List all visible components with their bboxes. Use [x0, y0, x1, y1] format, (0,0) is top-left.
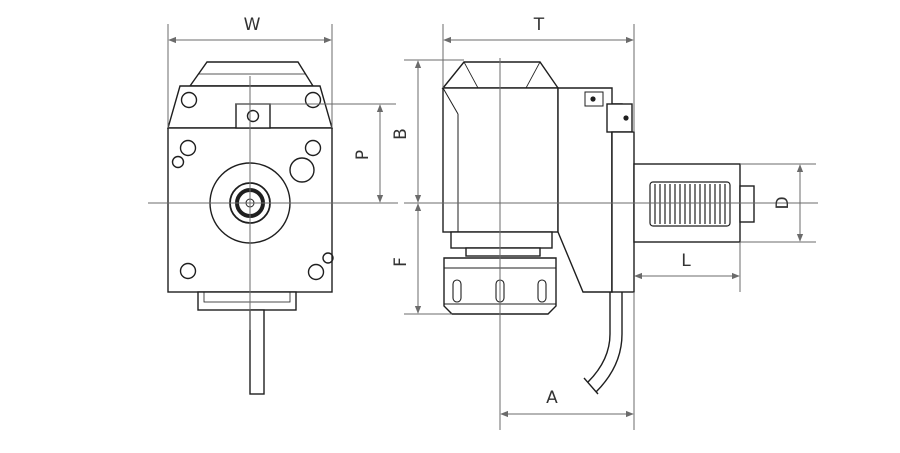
- side-centerlines: [404, 58, 818, 430]
- bolt-hole: [304, 91, 322, 109]
- bolt-hole: [322, 252, 334, 264]
- side-neck: [450, 231, 553, 249]
- side-flange: [611, 131, 635, 293]
- front-centerlines: [148, 76, 398, 330]
- coolant-hose: [587, 292, 611, 383]
- label-b: B: [391, 128, 411, 140]
- coolant-pipe: [249, 309, 265, 395]
- label-w: W: [244, 15, 261, 35]
- bolt-hole: [289, 157, 315, 183]
- bolt-hole: [179, 262, 197, 280]
- label-l: L: [681, 251, 691, 271]
- bolt-hole: [171, 155, 185, 169]
- thread-hatching: [654, 184, 726, 224]
- label-f: F: [391, 257, 411, 267]
- bottom-collar: [197, 291, 297, 311]
- key-block: [235, 103, 271, 129]
- label-p: P: [353, 150, 373, 160]
- dimensions: [167, 24, 816, 430]
- bolt-hole: [307, 263, 325, 281]
- front-view: [167, 61, 334, 395]
- side-view: [441, 61, 755, 395]
- bolt-hole: [179, 139, 197, 157]
- label-t: T: [533, 15, 545, 35]
- label-a: A: [546, 388, 558, 408]
- dimension-labels: W T P B F D L A: [244, 15, 793, 408]
- label-d: D: [773, 196, 793, 209]
- bolt-hole: [180, 91, 198, 109]
- bolt-hole: [304, 139, 322, 157]
